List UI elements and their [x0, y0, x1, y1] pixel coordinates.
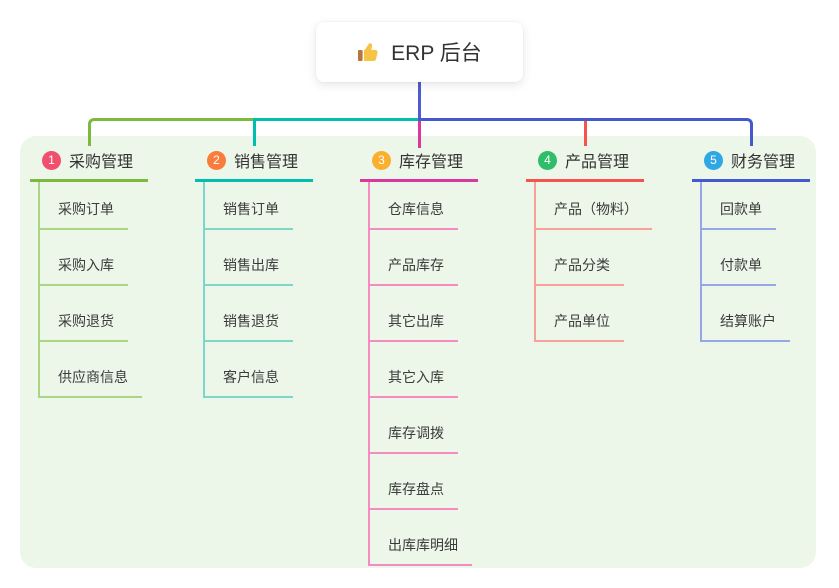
- branch-5-header[interactable]: 5 财务管理: [692, 148, 810, 182]
- root-node-erp-backend[interactable]: ERP 后台: [316, 22, 523, 82]
- branch-5-number-badge: 5: [704, 150, 723, 170]
- branch-2-label: 销售管理: [234, 154, 299, 171]
- branch-4-label: 产品管理: [565, 154, 630, 171]
- branch-2: 2 销售管理销售订单销售出库销售退货客户信息: [195, 148, 313, 398]
- branch-4: 4 产品管理产品（物料）产品分类产品单位: [526, 148, 652, 342]
- branch-4-children: 产品（物料）产品分类产品单位: [534, 182, 652, 342]
- connector-branch-3: [418, 121, 421, 148]
- branch-1-number-badge: 1: [42, 150, 61, 170]
- connector-branch-2: [253, 118, 418, 146]
- branch-5: 5 财务管理回款单付款单结算账户: [692, 148, 810, 342]
- child-node[interactable]: 其它入库: [370, 342, 458, 398]
- branch-4-number-badge: 4: [538, 150, 557, 170]
- connector-root-stem: [418, 82, 421, 121]
- child-node[interactable]: 仓库信息: [370, 182, 458, 230]
- branch-3: 3 库存管理仓库信息产品库存其它出库其它入库库存调拨库存盘点出库库明细: [360, 148, 478, 566]
- connector-branch-5: [418, 118, 753, 146]
- child-node[interactable]: 销售出库: [205, 230, 293, 286]
- child-node[interactable]: 库存盘点: [370, 454, 458, 510]
- branch-2-header[interactable]: 2 销售管理: [195, 148, 313, 182]
- root-node-label: ERP 后台: [391, 42, 482, 65]
- branch-3-header[interactable]: 3 库存管理: [360, 148, 478, 182]
- child-node[interactable]: 库存调拨: [370, 398, 458, 454]
- child-node[interactable]: 供应商信息: [40, 342, 142, 398]
- child-node[interactable]: 产品分类: [536, 230, 624, 286]
- branch-3-children: 仓库信息产品库存其它出库其它入库库存调拨库存盘点出库库明细: [368, 182, 472, 566]
- child-node[interactable]: 客户信息: [205, 342, 293, 398]
- branch-2-number-badge: 2: [207, 150, 226, 170]
- branch-1-header[interactable]: 1 采购管理: [30, 148, 148, 182]
- child-node[interactable]: 采购入库: [40, 230, 128, 286]
- mindmap-background-panel: [20, 136, 816, 568]
- connector-branch-4: [584, 121, 587, 146]
- branch-1-label: 采购管理: [69, 154, 134, 171]
- branch-5-children: 回款单付款单结算账户: [700, 182, 790, 342]
- branch-3-label: 库存管理: [399, 154, 464, 171]
- child-node[interactable]: 产品单位: [536, 286, 624, 342]
- child-node[interactable]: 采购退货: [40, 286, 128, 342]
- child-node[interactable]: 其它出库: [370, 286, 458, 342]
- child-node[interactable]: 销售退货: [205, 286, 293, 342]
- branch-4-header[interactable]: 4 产品管理: [526, 148, 644, 182]
- branch-1: 1 采购管理采购订单采购入库采购退货供应商信息: [30, 148, 148, 398]
- connector-branch-1: [88, 118, 253, 146]
- child-node[interactable]: 结算账户: [702, 286, 790, 342]
- child-node[interactable]: 采购订单: [40, 182, 128, 230]
- branch-1-children: 采购订单采购入库采购退货供应商信息: [38, 182, 142, 398]
- branch-5-label: 财务管理: [731, 154, 796, 171]
- branch-3-number-badge: 3: [372, 150, 391, 170]
- child-node[interactable]: 回款单: [702, 182, 776, 230]
- branch-2-children: 销售订单销售出库销售退货客户信息: [203, 182, 293, 398]
- child-node[interactable]: 产品（物料）: [536, 182, 652, 230]
- thumbs-up-icon: [357, 40, 381, 64]
- child-node[interactable]: 付款单: [702, 230, 776, 286]
- child-node[interactable]: 出库库明细: [370, 510, 472, 566]
- child-node[interactable]: 产品库存: [370, 230, 458, 286]
- child-node[interactable]: 销售订单: [205, 182, 293, 230]
